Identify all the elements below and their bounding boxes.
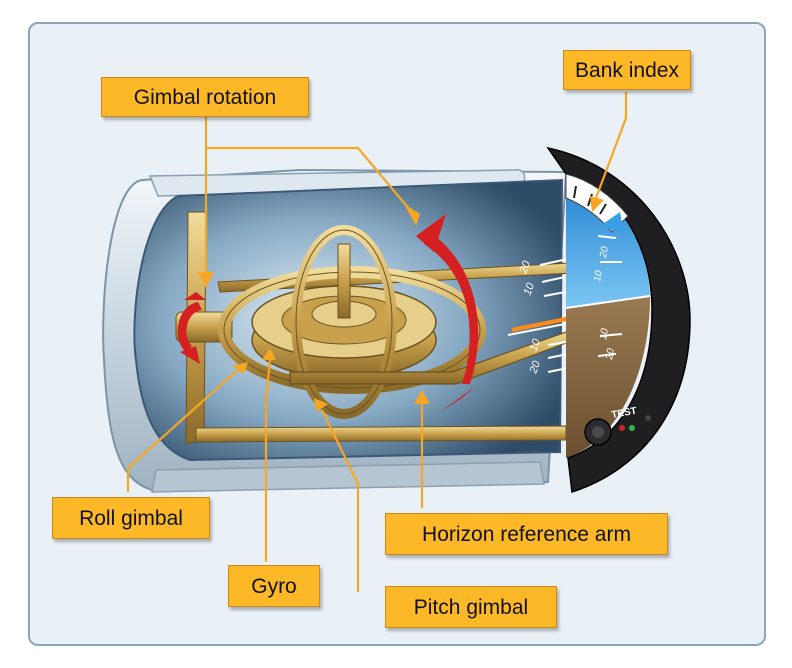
test-button-label: TEST [611, 406, 638, 421]
lower-rail [195, 425, 567, 443]
housing-bottom-rim [151, 461, 545, 493]
face-mark-lower-20: 20 [604, 347, 617, 361]
horizon-reference-arm-label: Horizon reference arm [385, 513, 668, 555]
face-tick-marks [597, 235, 623, 357]
pitch-mark-lower-10: 10 [528, 337, 544, 353]
test-indicator-green [629, 425, 635, 431]
pitch-mark-upper-10: 10 [522, 281, 538, 297]
pitch-mark-upper-20: 20 [517, 259, 533, 276]
roll-rotation-arrow-icon [177, 302, 202, 352]
instrument-face-ground [566, 296, 650, 458]
gyro-label: Gyro [228, 565, 320, 607]
leader-lines [126, 92, 628, 592]
roll-gimbal-label: Roll gimbal [52, 497, 210, 539]
leader-arrowheads [198, 196, 604, 412]
roll-axle [175, 311, 233, 343]
bank-index-pointer [600, 212, 624, 234]
instrument-bezel [546, 146, 691, 493]
pitch-mark-lower-20: 20 [527, 359, 543, 376]
gyro-spindle [337, 243, 351, 319]
face-mark-upper-10: 10 [592, 269, 605, 282]
pitch-gimbal-label: Pitch gimbal [385, 586, 557, 628]
bank-index-label: Bank index [563, 50, 691, 90]
gimbal-rotation-label: Gimbal rotation [101, 77, 309, 117]
test-indicator-red [619, 425, 625, 431]
face-mark-lower-10: 10 [598, 327, 611, 340]
face-mark-upper-20: 20 [598, 245, 611, 259]
